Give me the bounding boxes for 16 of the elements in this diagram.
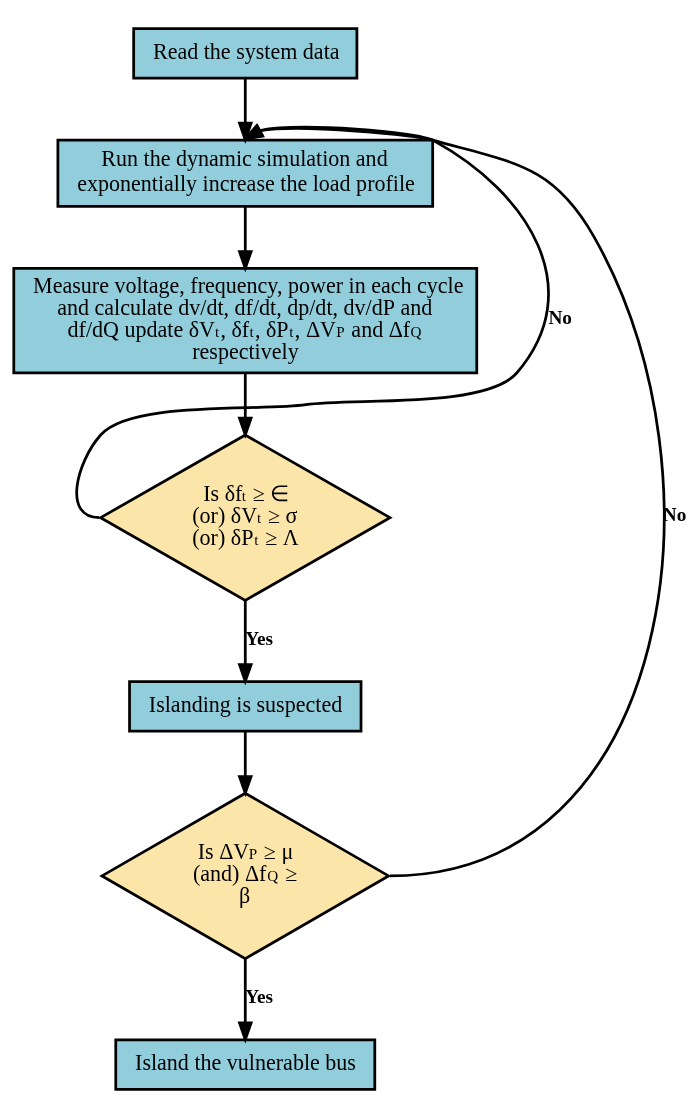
arrow: [241, 123, 666, 877]
arrow: [237, 958, 253, 1044]
node-box: Island the vulnerable bus: [114, 1038, 377, 1091]
node-box: Islanding is suspected: [128, 679, 363, 733]
node-diamond: Is δft ≥ ∈ (or) δVt ≥ σ (or) δPt ≥ Λ: [97, 432, 393, 602]
node-box: Run the dynamic simulation and exponentially increase the load profile: [56, 138, 435, 208]
arrow: [237, 372, 253, 439]
edge-label: No: [548, 306, 572, 328]
arrow: [237, 205, 253, 272]
arrow: [75, 122, 550, 519]
arrow: [237, 730, 253, 797]
node-diamond: Is ΔVP ≥ μ (and) ΔfQ ≥ β: [99, 791, 392, 960]
arrow: [237, 77, 253, 144]
node-box: Read the system data: [132, 26, 359, 79]
node-box: Measure voltage, frequency, power in each cycle and calculate dv/dt, df/dt, dp/dt, dv/dP and df/dQ update δVt, δft, δPt, ΔVP and ΔfQ respectively: [12, 266, 479, 374]
arrow: [237, 600, 253, 685]
